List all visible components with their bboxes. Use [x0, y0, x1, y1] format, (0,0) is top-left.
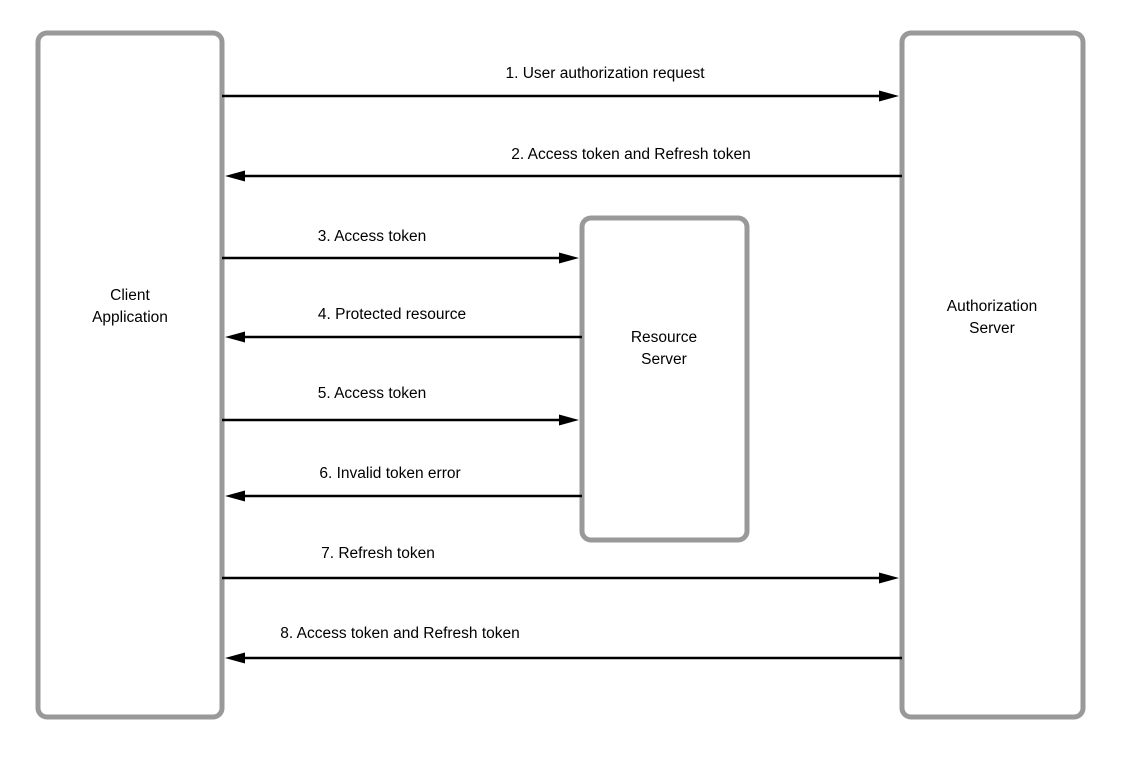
message-7[interactable]: 7. Refresh token [222, 545, 899, 584]
message-5[interactable]: 5. Access token [222, 385, 579, 426]
resource-server-label-line1: Resource [631, 329, 697, 346]
resource-server-label-line2: Server [641, 351, 687, 368]
message-8-arrowhead [225, 652, 245, 664]
message-5-arrowhead [559, 414, 579, 426]
message-3[interactable]: 3. Access token [222, 228, 579, 264]
message-8[interactable]: 8. Access token and Refresh token [225, 625, 902, 664]
message-2[interactable]: 2. Access token and Refresh token [225, 146, 902, 182]
authorization-server-label-line2: Server [969, 320, 1015, 337]
message-6-arrowhead [225, 490, 245, 502]
resource-server-box[interactable] [579, 215, 750, 543]
message-7-label: 7. Refresh token [321, 545, 435, 562]
message-4[interactable]: 4. Protected resource [225, 306, 582, 343]
message-7-arrowhead [879, 572, 899, 584]
message-6-label: 6. Invalid token error [319, 465, 460, 482]
participant-resource[interactable]: Resource Server [579, 215, 750, 543]
participant-authorization[interactable]: Authorization Server [899, 30, 1086, 720]
message-1-arrowhead [879, 90, 899, 102]
authorization-server-label-line1: Authorization [947, 298, 1037, 315]
authorization-server-box[interactable] [899, 30, 1086, 720]
participant-client[interactable]: Client Application [35, 30, 225, 720]
message-6[interactable]: 6. Invalid token error [225, 465, 582, 502]
client-application-box[interactable] [35, 30, 225, 720]
message-1[interactable]: 1. User authorization request [222, 65, 899, 102]
client-application-label-line1: Client [110, 287, 150, 304]
message-5-label: 5. Access token [318, 385, 427, 402]
message-2-label: 2. Access token and Refresh token [511, 146, 751, 163]
message-4-label: 4. Protected resource [318, 306, 466, 323]
message-3-arrowhead [559, 252, 579, 264]
message-3-label: 3. Access token [318, 228, 427, 245]
message-2-arrowhead [225, 170, 245, 182]
message-8-label: 8. Access token and Refresh token [280, 625, 520, 642]
message-1-label: 1. User authorization request [505, 65, 705, 82]
client-application-label-line2: Application [92, 309, 168, 326]
message-4-arrowhead [225, 331, 245, 343]
